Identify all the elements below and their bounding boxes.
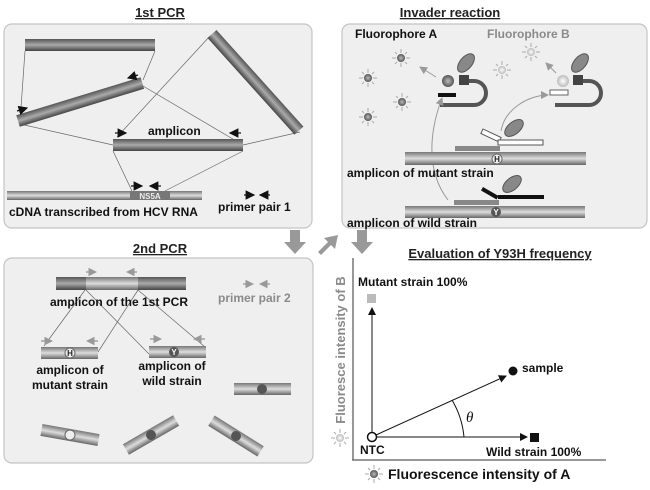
fluorophore-a-label: Fluorophore A <box>355 27 438 41</box>
fret-cassette-b <box>549 53 603 107</box>
fluorophore-a-icon <box>370 470 378 478</box>
fluorophore-a-icons <box>358 48 412 127</box>
ns5a-region <box>130 191 170 200</box>
fret-cassette-a <box>438 53 488 107</box>
ntc-label: NTC <box>360 443 385 457</box>
h-marker: H <box>494 155 500 164</box>
wild-amplicon-label: amplicon of <box>138 359 206 373</box>
y-axis-label: Fluoresce intensity of B <box>333 276 348 423</box>
mutant-100-point <box>367 294 376 303</box>
angle-arc <box>451 399 465 438</box>
second-pcr-panel: 2nd PCR amplicon of the 1st PCR primer p… <box>3 241 314 464</box>
cleavase-enzyme-icon <box>504 119 524 137</box>
flow-arrows <box>284 230 373 255</box>
second-pcr-title: 2nd PCR <box>133 241 188 256</box>
invader-panel: Invader reaction Fluorophore A Fluoropho… <box>341 5 648 230</box>
primer-pair-2-label: primer pair 2 <box>218 291 291 305</box>
dna-strand <box>16 77 145 127</box>
amplicon-strand <box>113 139 243 151</box>
wild-amplicon-copy <box>234 383 291 395</box>
wild-100-point <box>530 433 539 442</box>
sample-label: sample <box>522 361 564 375</box>
fluorophore-a-icon <box>397 54 405 62</box>
primer-pair-1-label: primer pair 1 <box>218 200 291 214</box>
ns5a-label: NS5A <box>139 192 161 201</box>
h-marker: H <box>67 349 73 358</box>
mutant-100-label: Mutant strain 100% <box>358 275 468 289</box>
fluorophore-a-icon <box>398 98 406 106</box>
sample-point <box>508 366 518 376</box>
wild-amplicon-copy <box>208 415 264 457</box>
dna-strand <box>25 39 155 51</box>
y-marker: Y <box>171 348 177 357</box>
theta-label: θ <box>466 410 474 426</box>
invader-title: Invader reaction <box>400 5 500 20</box>
wild-amplicon-copy <box>122 415 180 455</box>
mutant-amplicon-label: amplicon of <box>36 363 104 377</box>
fluorophore-b-icons <box>492 42 541 80</box>
fluorophore-b-label: Fluorophore B <box>487 27 570 41</box>
fluorophore-b-icon <box>498 66 506 74</box>
sample-vector <box>375 375 507 436</box>
dna-strand <box>207 29 304 135</box>
cdna-label: cDNA transcribed from HCV RNA <box>9 205 198 219</box>
mutant-amplicon-label: amplicon of mutant strain <box>347 166 494 180</box>
down-arrow-icon <box>351 230 373 254</box>
first-pcr-title: 1st PCR <box>135 5 185 20</box>
x-axis-label: Fluorescence intensity of A <box>388 466 570 482</box>
mutant-amplicon-label: mutant strain <box>32 378 108 392</box>
cleavase-enzyme-icon <box>571 53 589 73</box>
first-pcr-panel: 1st PCR amplicon NS5A cDNA transcribed f… <box>3 5 313 229</box>
fluorophore-b-icon <box>527 48 535 56</box>
amplicon-label: amplicon <box>148 124 201 138</box>
evaluation-title: Evaluation of Y93H frequency <box>408 246 592 261</box>
mutant-amplicon-copy <box>40 424 100 446</box>
wild-amplicon-label: wild strain <box>141 374 201 388</box>
fluorophore-a-icon <box>364 74 372 82</box>
wild-amplicon-label: amplicon of wild strain <box>347 216 477 230</box>
down-arrow-icon <box>284 230 306 254</box>
diagonal-arrow-icon <box>318 235 338 255</box>
first-pcr-amplicon-label: amplicon of the 1st PCR <box>50 295 188 309</box>
fluorophore-b-icon <box>336 434 344 442</box>
y-marker: Y <box>493 208 499 217</box>
evaluation-panel: Evaluation of Y93H frequency Fluoresce i… <box>330 246 606 484</box>
cleavase-enzyme-icon <box>457 53 475 73</box>
wild-100-label: Wild strain 100% <box>486 445 582 459</box>
ntc-point <box>366 431 378 443</box>
cdna-strand <box>7 191 202 200</box>
fluorophore-a-icon <box>364 113 372 121</box>
cleavase-enzyme-icon <box>502 175 522 193</box>
